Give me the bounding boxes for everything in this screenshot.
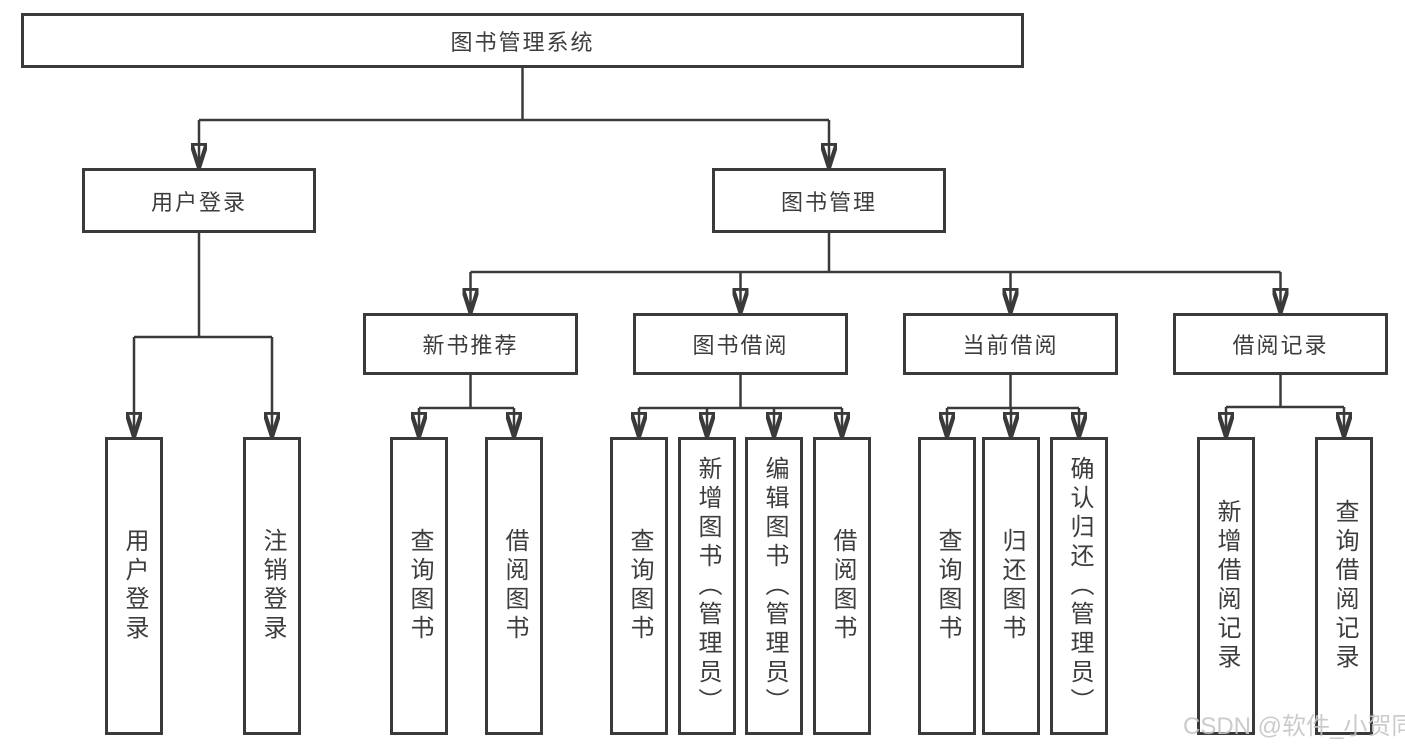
node-label: 查询图书 xyxy=(934,528,961,644)
node-label: 确认归还（管理员） xyxy=(1066,455,1093,717)
node-label: 新增图书（管理员） xyxy=(694,455,721,717)
node-edit-books-admin: 编辑图书（管理员） xyxy=(745,437,803,735)
node-book-management: 图书管理 xyxy=(712,168,946,233)
csdn-watermark: CSDN @软件_小贺同学 xyxy=(1183,713,1405,740)
node-borrowing-records: 借阅记录 xyxy=(1173,313,1388,375)
node-label: 借阅图书 xyxy=(829,528,856,644)
node-add-books-admin: 新增图书（管理员） xyxy=(678,437,736,735)
node-label: 注销登录 xyxy=(259,528,286,644)
node-label: 借阅图书 xyxy=(501,528,528,644)
node-query-books-2: 查询图书 xyxy=(610,437,668,735)
node-add-borrow-record: 新增借阅记录 xyxy=(1197,437,1255,735)
node-label: 新增借阅记录 xyxy=(1213,499,1240,673)
node-label: 编辑图书（管理员） xyxy=(761,455,788,717)
node-query-borrow-record: 查询借阅记录 xyxy=(1315,437,1373,735)
node-query-books-3: 查询图书 xyxy=(918,437,976,735)
node-book-borrowing: 图书借阅 xyxy=(633,313,848,375)
node-borrow-books-1: 借阅图书 xyxy=(485,437,543,735)
node-label: 归还图书 xyxy=(998,528,1025,644)
node-confirm-return-admin: 确认归还（管理员） xyxy=(1050,437,1108,735)
node-root-system: 图书管理系统 xyxy=(21,13,1024,68)
node-label: 查询借阅记录 xyxy=(1331,499,1358,673)
node-return-books: 归还图书 xyxy=(982,437,1040,735)
node-query-books-1: 查询图书 xyxy=(390,437,448,735)
node-user-login-branch: 用户登录 xyxy=(82,168,316,233)
node-logout: 注销登录 xyxy=(243,437,301,735)
node-label: 查询图书 xyxy=(626,528,653,644)
node-borrow-books-2: 借阅图书 xyxy=(813,437,871,735)
node-user-login-leaf: 用户登录 xyxy=(105,437,163,735)
node-label: 查询图书 xyxy=(406,528,433,644)
node-label: 用户登录 xyxy=(121,528,148,644)
node-new-book-recommend: 新书推荐 xyxy=(363,313,578,375)
node-current-borrowing: 当前借阅 xyxy=(903,313,1118,375)
